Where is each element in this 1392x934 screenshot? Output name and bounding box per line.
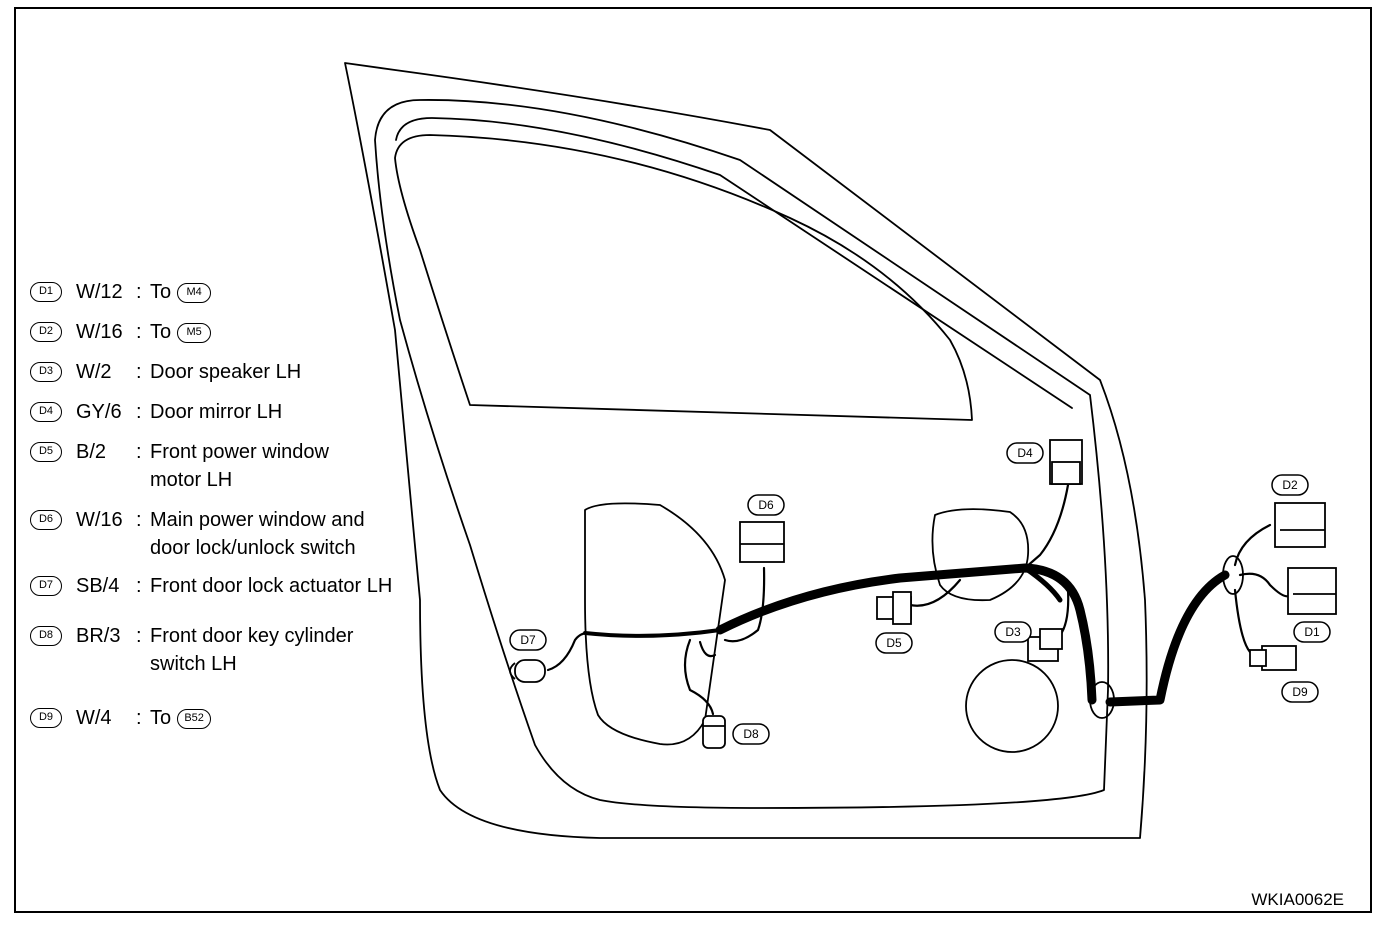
harness-body [1105,570,1230,707]
callout-d2-bubble [1271,474,1309,496]
legend-desc: Main power window and [150,509,365,531]
wire-d1 [1238,572,1292,598]
wire-color: W/12 [76,281,123,303]
access-hole-left [584,502,726,746]
harness-main [715,563,1097,705]
legend-badge: D5 [30,442,62,462]
legend-desc: Door speaker LH [150,361,302,383]
target-badge: B52 [177,709,212,729]
figure-code: WKIA0062E [1251,890,1344,909]
connector-d8 [702,715,726,749]
wire-color: B/2 [76,441,107,463]
separator: : [136,401,142,423]
window-glass [394,134,973,421]
wire-color: GY/6 [76,401,122,423]
wire-d5 [908,578,962,607]
callout-d4: D4 [1017,446,1033,460]
connector-d5 [876,591,912,625]
callout-d6-bubble [747,494,785,516]
separator: : [136,625,142,647]
legend-badge: D9 [30,708,62,728]
callout-d1-bubble [1293,621,1331,643]
callout-d1: D1 [1304,625,1320,639]
connector-d3 [1027,628,1063,662]
window-frame-outer [374,99,1110,809]
wire-color: W/16 [76,321,123,343]
wire-color: W/4 [76,707,112,729]
callout-d8-bubble [732,723,770,745]
target-badge: M4 [177,283,212,303]
callout-d9-bubble [1281,681,1319,703]
callout-d7-bubble [509,629,547,651]
callout-d5: D5 [886,636,902,650]
legend-badge: D3 [30,362,62,382]
connector-d4 [1049,439,1083,485]
window-frame-inner [395,117,1073,409]
connector-d7 [509,659,546,683]
legend-badge: D2 [30,322,62,342]
callout-d7: D7 [520,633,536,647]
callout-d4-bubble [1006,442,1044,464]
separator: : [136,281,142,303]
legend-badge: D1 [30,282,62,302]
figure-frame [14,7,1372,913]
callout-d3-bubble [994,621,1032,643]
wire-d8 [683,638,715,716]
legend-badge: D7 [30,576,62,596]
target-badge: M5 [177,323,212,343]
legend-desc-cont: door lock/unlock switch [150,537,356,559]
legend-badge: D6 [30,510,62,530]
wire-d4 [1023,483,1070,570]
separator: : [136,707,142,729]
callout-d9: D9 [1292,685,1308,699]
callout-d5-bubble [875,632,913,654]
callout-d6: D6 [758,498,774,512]
separator: : [136,441,142,463]
legend-desc: Front door key cylinder [150,625,354,647]
legend-desc: Front door lock actuator LH [150,575,393,597]
connector-d6 [739,521,785,563]
wire-color: BR/3 [76,625,121,647]
callout-d3: D3 [1005,625,1021,639]
wire-d7 [546,631,590,672]
speaker-hole [965,659,1059,753]
legend-badge: D8 [30,626,62,646]
access-hole-mid [931,508,1030,602]
wire-color: W/2 [76,361,112,383]
connector-d1 [1287,567,1337,615]
door-outline [344,62,1148,839]
wire-d6 [723,566,766,643]
wire-d2 [1233,523,1272,567]
connector-d9 [1249,645,1297,671]
wire-d9 [1233,588,1265,657]
separator: : [136,575,142,597]
wire-color: W/16 [76,509,123,531]
wire-d8b [698,640,717,658]
separator: : [136,509,142,531]
wire-color: SB/4 [76,575,120,597]
legend-desc: Front power window [150,441,329,463]
harness-main-right [1022,565,1063,603]
callout-d2: D2 [1282,478,1298,492]
legend-badge: D4 [30,402,62,422]
legend-desc: Door mirror LH [150,401,283,423]
callout-d8: D8 [743,727,759,741]
connector-d2 [1274,502,1326,548]
separator: : [136,321,142,343]
legend-desc-cont: motor LH [150,469,233,491]
legend-desc-cont: switch LH [150,653,237,675]
harness-main-left [583,628,722,638]
separator: : [136,361,142,383]
